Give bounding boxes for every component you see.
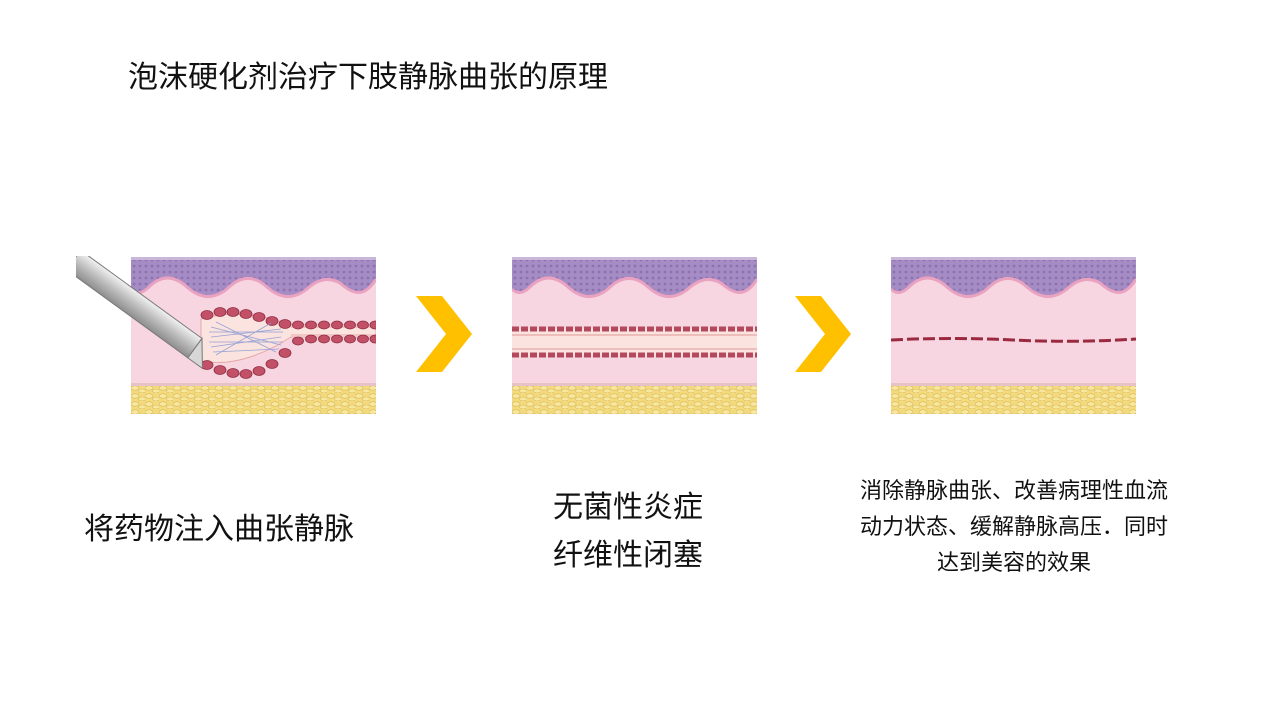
step-3-caption: 消除静脉曲张、改善病理性血流 动力状态、缓解静脉高压．同时 达到美容的效果 [834, 474, 1194, 582]
diagram-inflammation [512, 257, 757, 414]
diagram-injection [131, 257, 376, 414]
caption-line: 将药物注入曲张静脉 [84, 512, 354, 547]
caption-line: 纤维性闭塞 [553, 538, 703, 573]
caption-line: 动力状态、缓解静脉高压．同时 [859, 515, 1168, 540]
caption-line: 消除静脉曲张、改善病理性血流 [859, 479, 1168, 504]
chevron-right-icon [795, 296, 851, 372]
step-2-caption: 无菌性炎症 纤维性闭塞 [553, 484, 703, 580]
chevron-right-icon [416, 296, 472, 372]
diagram-occlusion [891, 257, 1136, 414]
page-title: 泡沫硬化剂治疗下肢静脉曲张的原理 [128, 60, 608, 95]
syringe-needle-icon [76, 256, 203, 370]
caption-line: 达到美容的效果 [936, 551, 1091, 576]
step-1-caption: 将药物注入曲张静脉 [84, 508, 354, 552]
caption-line: 无菌性炎症 [553, 490, 703, 525]
